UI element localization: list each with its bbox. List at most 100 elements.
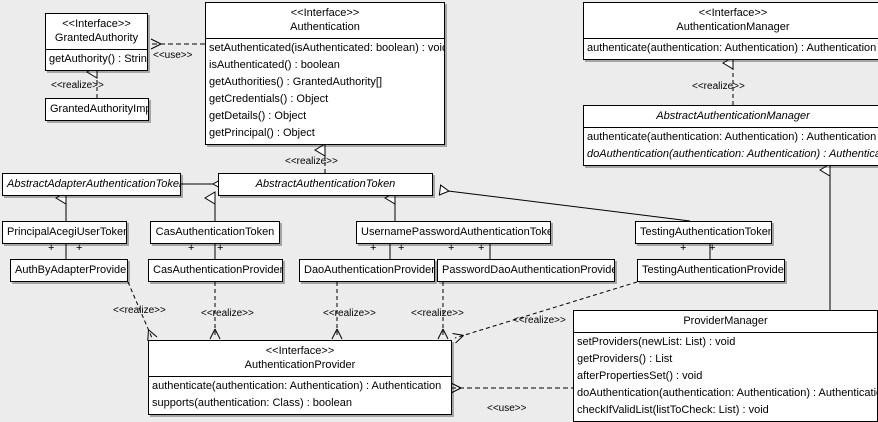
association-marker: + [680, 242, 687, 254]
class-name: Authentication [290, 21, 360, 33]
operation: supports(authentication: Class) : boolea… [152, 397, 352, 409]
association-marker: + [398, 242, 405, 254]
edge-label-realize-abstract-auth-manager: <<realize>> [692, 81, 745, 92]
operation: getCredentials() : Object [209, 93, 329, 105]
operation: setAuthenticated(isAuthenticated: boolea… [209, 42, 444, 54]
class-header: TestingAuthenticationToken [636, 222, 771, 243]
class-name: ProviderManager [683, 315, 768, 327]
edge-label-realize-authentication-token: <<realize>> [285, 156, 338, 167]
edge-label-realize-granted-authority-impl: <<realize>> [51, 80, 104, 91]
class-header: UsernamePasswordAuthenticationToken [357, 222, 550, 243]
class-stereotype: <<Interface>> [265, 345, 335, 357]
association-marker: + [448, 242, 455, 254]
association-marker: + [370, 242, 377, 254]
association-marker: + [217, 242, 224, 254]
class-operations: setAuthenticated(isAuthenticated: boolea… [206, 38, 444, 144]
class-header: CasAuthenticationProvider [149, 260, 282, 281]
operation: getPrincipal() : Object [209, 127, 315, 139]
class-operations: authenticate(authentication: Authenticat… [584, 38, 878, 59]
association-marker: + [48, 242, 55, 254]
edge-label-use-authentication-granted-authority: <<use>> [153, 50, 193, 61]
operation: authenticate(authentication: Authenticat… [587, 42, 877, 54]
class-header: <<Interface>> AuthenticationManager [584, 3, 878, 38]
class-operations: authenticate(authentication: Authenticat… [149, 376, 451, 414]
class-header: <<Interface>> AuthenticationProvider [149, 341, 451, 376]
class-header: GrantedAuthorityImpl [46, 99, 148, 120]
class-header: <<Interface>> Authentication [206, 3, 444, 38]
edge-label-realize-cas-provider: <<realize>> [201, 308, 254, 319]
class-operations: setProviders(newList: List) : void getPr… [574, 332, 877, 421]
class-stereotype: <<Interface>> [698, 7, 768, 19]
class-cas-authentication-token[interactable]: CasAuthenticationToken [150, 221, 280, 244]
class-header: ProviderManager [574, 311, 877, 332]
class-name: DaoAuthenticationProvider [304, 264, 435, 276]
class-header: AbstractAdapterAuthenticationToken [3, 174, 180, 195]
class-header: DaoAuthenticationProvider [300, 260, 434, 281]
association-marker: + [76, 242, 83, 254]
operation: authenticate(authentication: Authenticat… [152, 380, 442, 392]
class-auth-by-adapter-provider[interactable]: AuthByAdapterProvider [10, 259, 128, 282]
association-marker: + [709, 242, 716, 254]
edge-label-realize-dao-provider: <<realize>> [323, 308, 376, 319]
class-name: GrantedAuthorityImpl [50, 103, 149, 115]
class-name: AbstractAdapterAuthenticationToken [7, 178, 181, 190]
class-name: AuthenticationProvider [244, 359, 356, 371]
operation: afterPropertiesSet() : void [577, 370, 703, 382]
operation: getDetails() : Object [209, 110, 307, 122]
operation: checkIfValidList(listToCheck: List) : vo… [577, 404, 769, 416]
class-header: <<Interface>> GrantedAuthority [46, 14, 147, 49]
class-abstract-authentication-manager[interactable]: AbstractAuthenticationManager authentica… [583, 105, 878, 166]
class-stereotype: <<Interface>> [62, 18, 131, 30]
operation: authenticate(authentication: Authenticat… [587, 131, 877, 143]
class-name: AbstractAuthenticationManager [656, 110, 810, 122]
class-authentication[interactable]: <<Interface>> Authentication setAuthenti… [205, 2, 445, 145]
class-header: AbstractAuthenticationToken [219, 174, 432, 195]
class-authentication-manager[interactable]: <<Interface>> AuthenticationManager auth… [583, 2, 878, 60]
operation: getProviders() : List [577, 353, 673, 365]
class-cas-authentication-provider[interactable]: CasAuthenticationProvider [148, 259, 283, 282]
class-header: TestingAuthenticationProvider [638, 260, 784, 281]
class-header: PrincipalAcegiUserToken [3, 222, 126, 243]
class-operations: authenticate(authentication: Authenticat… [584, 127, 878, 165]
class-name: CasAuthenticationToken [155, 226, 275, 238]
class-granted-authority[interactable]: <<Interface>> GrantedAuthority getAuthor… [45, 13, 148, 71]
class-header: AbstractAuthenticationManager [584, 106, 878, 127]
class-name: GrantedAuthority [54, 32, 139, 44]
class-header: AuthByAdapterProvider [11, 260, 127, 281]
class-authentication-provider[interactable]: <<Interface>> AuthenticationProvider aut… [148, 340, 452, 415]
class-testing-authentication-token[interactable]: TestingAuthenticationToken [635, 221, 772, 244]
class-dao-authentication-provider[interactable]: DaoAuthenticationProvider [299, 259, 435, 282]
class-name: TestingAuthenticationProvider [642, 264, 785, 276]
operation-abstract: doAuthentication(authentication: Authent… [587, 148, 878, 160]
operation: getAuthority() : String [49, 53, 147, 65]
class-password-dao-authentication-provider[interactable]: PasswordDaoAuthenticationProvider [437, 259, 615, 282]
class-principal-acegi-user-token[interactable]: PrincipalAcegiUserToken [2, 221, 127, 244]
operation: getAuthorities() : GrantedAuthority[] [209, 76, 383, 88]
class-name: PrincipalAcegiUserToken [7, 226, 127, 238]
class-abstract-adapter-authentication-token[interactable]: AbstractAdapterAuthenticationToken [2, 173, 181, 196]
class-provider-manager[interactable]: ProviderManager setProviders(newList: Li… [573, 310, 878, 422]
class-stereotype: <<Interface>> [290, 7, 360, 19]
edge-label-use-provider-manager: <<use>> [487, 403, 527, 414]
class-name: AuthByAdapterProvider [15, 264, 128, 276]
operation: setProviders(newList: List) : void [577, 336, 736, 348]
operation: doAuthentication(authentication: Authent… [577, 387, 877, 399]
association-marker: + [478, 242, 485, 254]
class-granted-authority-impl[interactable]: GrantedAuthorityImpl [45, 98, 149, 121]
edge-label-realize-auth-by-adapter: <<realize>> [113, 305, 166, 316]
class-name: PasswordDaoAuthenticationProvider [442, 264, 615, 276]
class-testing-authentication-provider[interactable]: TestingAuthenticationProvider [637, 259, 785, 282]
class-operations: getAuthority() : String [46, 49, 147, 70]
class-header: PasswordDaoAuthenticationProvider [438, 260, 614, 281]
class-name: AuthenticationManager [676, 21, 790, 33]
class-username-password-authentication-token[interactable]: UsernamePasswordAuthenticationToken [356, 221, 551, 244]
class-abstract-authentication-token[interactable]: AbstractAuthenticationToken [218, 173, 433, 196]
class-name: CasAuthenticationProvider [153, 264, 283, 276]
edge-label-realize-testing-provider: <<realize>> [513, 315, 566, 326]
class-name: TestingAuthenticationToken [640, 226, 772, 238]
edge-label-realize-password-dao-provider: <<realize>> [411, 308, 464, 319]
operation: isAuthenticated() : boolean [209, 59, 340, 71]
class-header: CasAuthenticationToken [151, 222, 279, 243]
class-name: AbstractAuthenticationToken [255, 178, 396, 190]
